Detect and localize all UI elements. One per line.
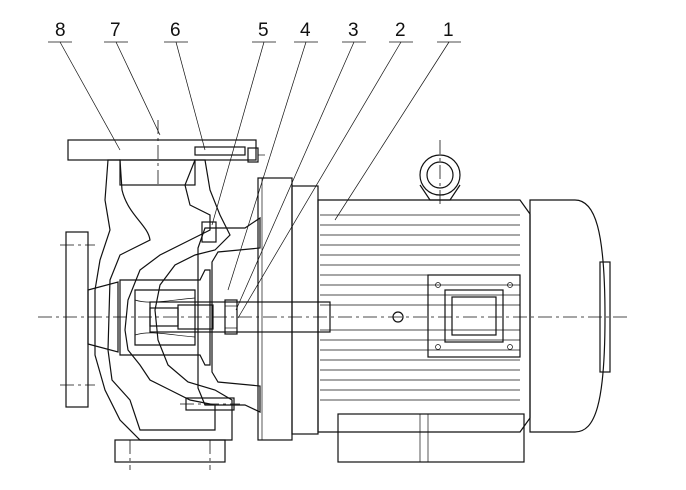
bracket [180,216,261,413]
leader-lines [59,41,450,319]
outlet-flange [67,120,257,186]
bolt-top [247,147,265,163]
motor-body [317,199,531,433]
callout-7: 7 [110,20,121,41]
callout-3: 3 [348,20,359,41]
inlet-flange [60,231,119,408]
fan-cover [529,199,611,433]
callout-1: 1 [443,20,454,41]
motor-flange [257,177,319,441]
callout-5: 5 [258,20,269,41]
motor-feet [114,413,525,470]
callout-8: 8 [55,20,66,41]
callout-6: 6 [170,20,181,41]
callout-4: 4 [300,20,311,41]
lifting-eye [419,140,461,205]
pump-casing [94,159,233,441]
callout-2: 2 [395,20,406,41]
terminal-box [427,274,521,358]
impeller [119,269,211,366]
shaft [149,299,331,335]
